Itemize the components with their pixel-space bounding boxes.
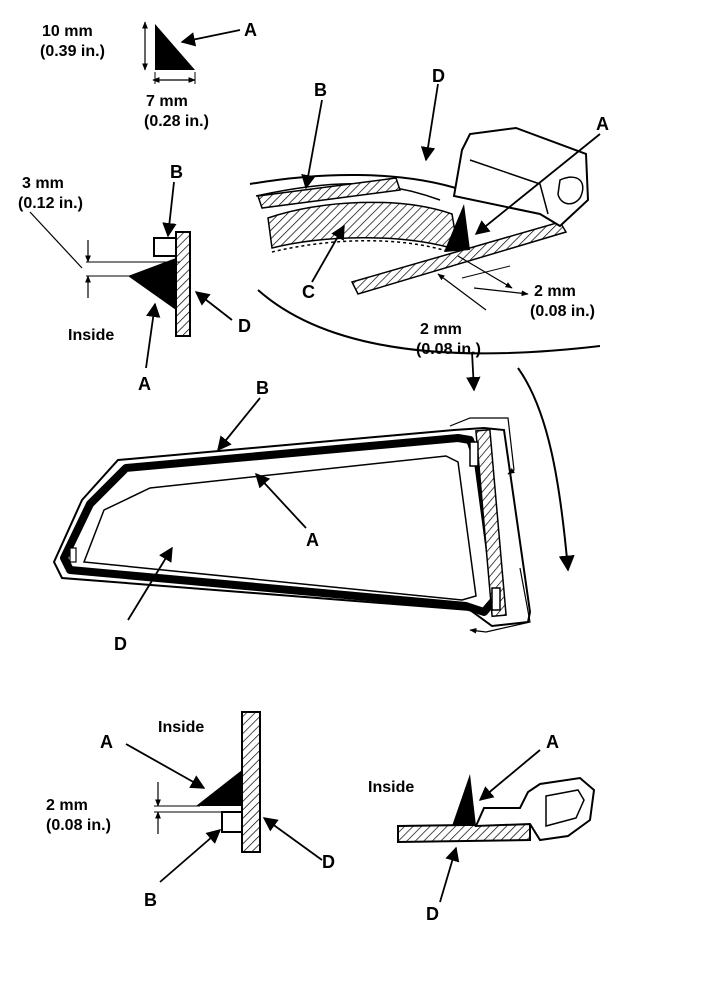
label-d: D <box>322 852 335 872</box>
bead-dimension-detail: A 10 mm (0.39 in.) 7 mm (0.28 in.) <box>40 20 257 130</box>
quarter-glass-main-view: B A D <box>52 378 532 654</box>
bottom-right-section-detail: A D Inside <box>368 732 596 924</box>
glass-panel <box>241 711 261 853</box>
label-b: B <box>144 890 157 910</box>
label-d: D <box>114 634 127 654</box>
label-b: B <box>314 80 327 100</box>
offset-section-detail: B D A Inside 3 mm (0.12 in.) <box>18 162 251 394</box>
inside-text: Inside <box>68 327 114 344</box>
label-d: D <box>432 66 445 86</box>
offset-in-text: (0.12 in.) <box>18 195 83 212</box>
label-a: A <box>306 530 319 550</box>
offset-mm-text: 3 mm <box>22 175 64 192</box>
adhesive-band-a <box>60 434 500 616</box>
glass-inner-d <box>82 455 477 601</box>
outer-molding <box>249 173 463 191</box>
molding-strip-b <box>257 177 401 209</box>
gap-in-text: (0.08 in.) <box>530 303 595 320</box>
label-a: A <box>100 732 113 752</box>
gap-in-text-2: (0.08 in.) <box>416 341 481 358</box>
bottom-left-section-detail: A B D Inside 2 mm (0.08 in.) <box>46 711 335 910</box>
glass-edge <box>397 822 531 844</box>
leader-a <box>180 29 241 47</box>
width-in-text: (0.28 in.) <box>144 113 209 130</box>
label-d: D <box>238 316 251 336</box>
height-mm-text: 10 mm <box>42 23 93 40</box>
detail-circle <box>257 289 601 355</box>
bead-a-large <box>444 204 470 252</box>
label-a: A <box>244 20 257 40</box>
vertical-channel <box>475 428 507 618</box>
adhesive-bead <box>128 258 176 310</box>
inside-text: Inside <box>368 779 414 796</box>
gap-mm-text-2: 2 mm <box>420 321 462 338</box>
adhesive-bead <box>196 770 242 806</box>
label-d: D <box>426 904 439 924</box>
gap-mm-text: 2 mm <box>46 797 88 814</box>
label-a: A <box>138 374 151 394</box>
label-b: B <box>256 378 269 398</box>
glass-edge <box>350 221 568 295</box>
label-c: C <box>302 282 315 302</box>
adhesive-bead-profile <box>155 24 195 70</box>
inside-text: Inside <box>158 719 204 736</box>
spacer-block <box>221 811 243 833</box>
dam-dotted-line-c <box>271 240 451 253</box>
width-mm-text: 7 mm <box>146 93 188 110</box>
gap-mm-text: 2 mm <box>534 283 576 300</box>
label-a: A <box>546 732 559 752</box>
label-a: A <box>596 114 609 134</box>
label-b: B <box>170 162 183 182</box>
height-in-text: (0.39 in.) <box>40 43 105 60</box>
spacer-block <box>153 237 177 257</box>
enlarged-frame-detail: B D A C 2 mm (0.08 in.) 2 mm (0.08 in.) <box>249 66 609 572</box>
urethane-layer <box>267 201 459 252</box>
glass-panel <box>175 231 191 337</box>
gap-in-text: (0.08 in.) <box>46 817 111 834</box>
adhesive-bead <box>452 774 476 826</box>
